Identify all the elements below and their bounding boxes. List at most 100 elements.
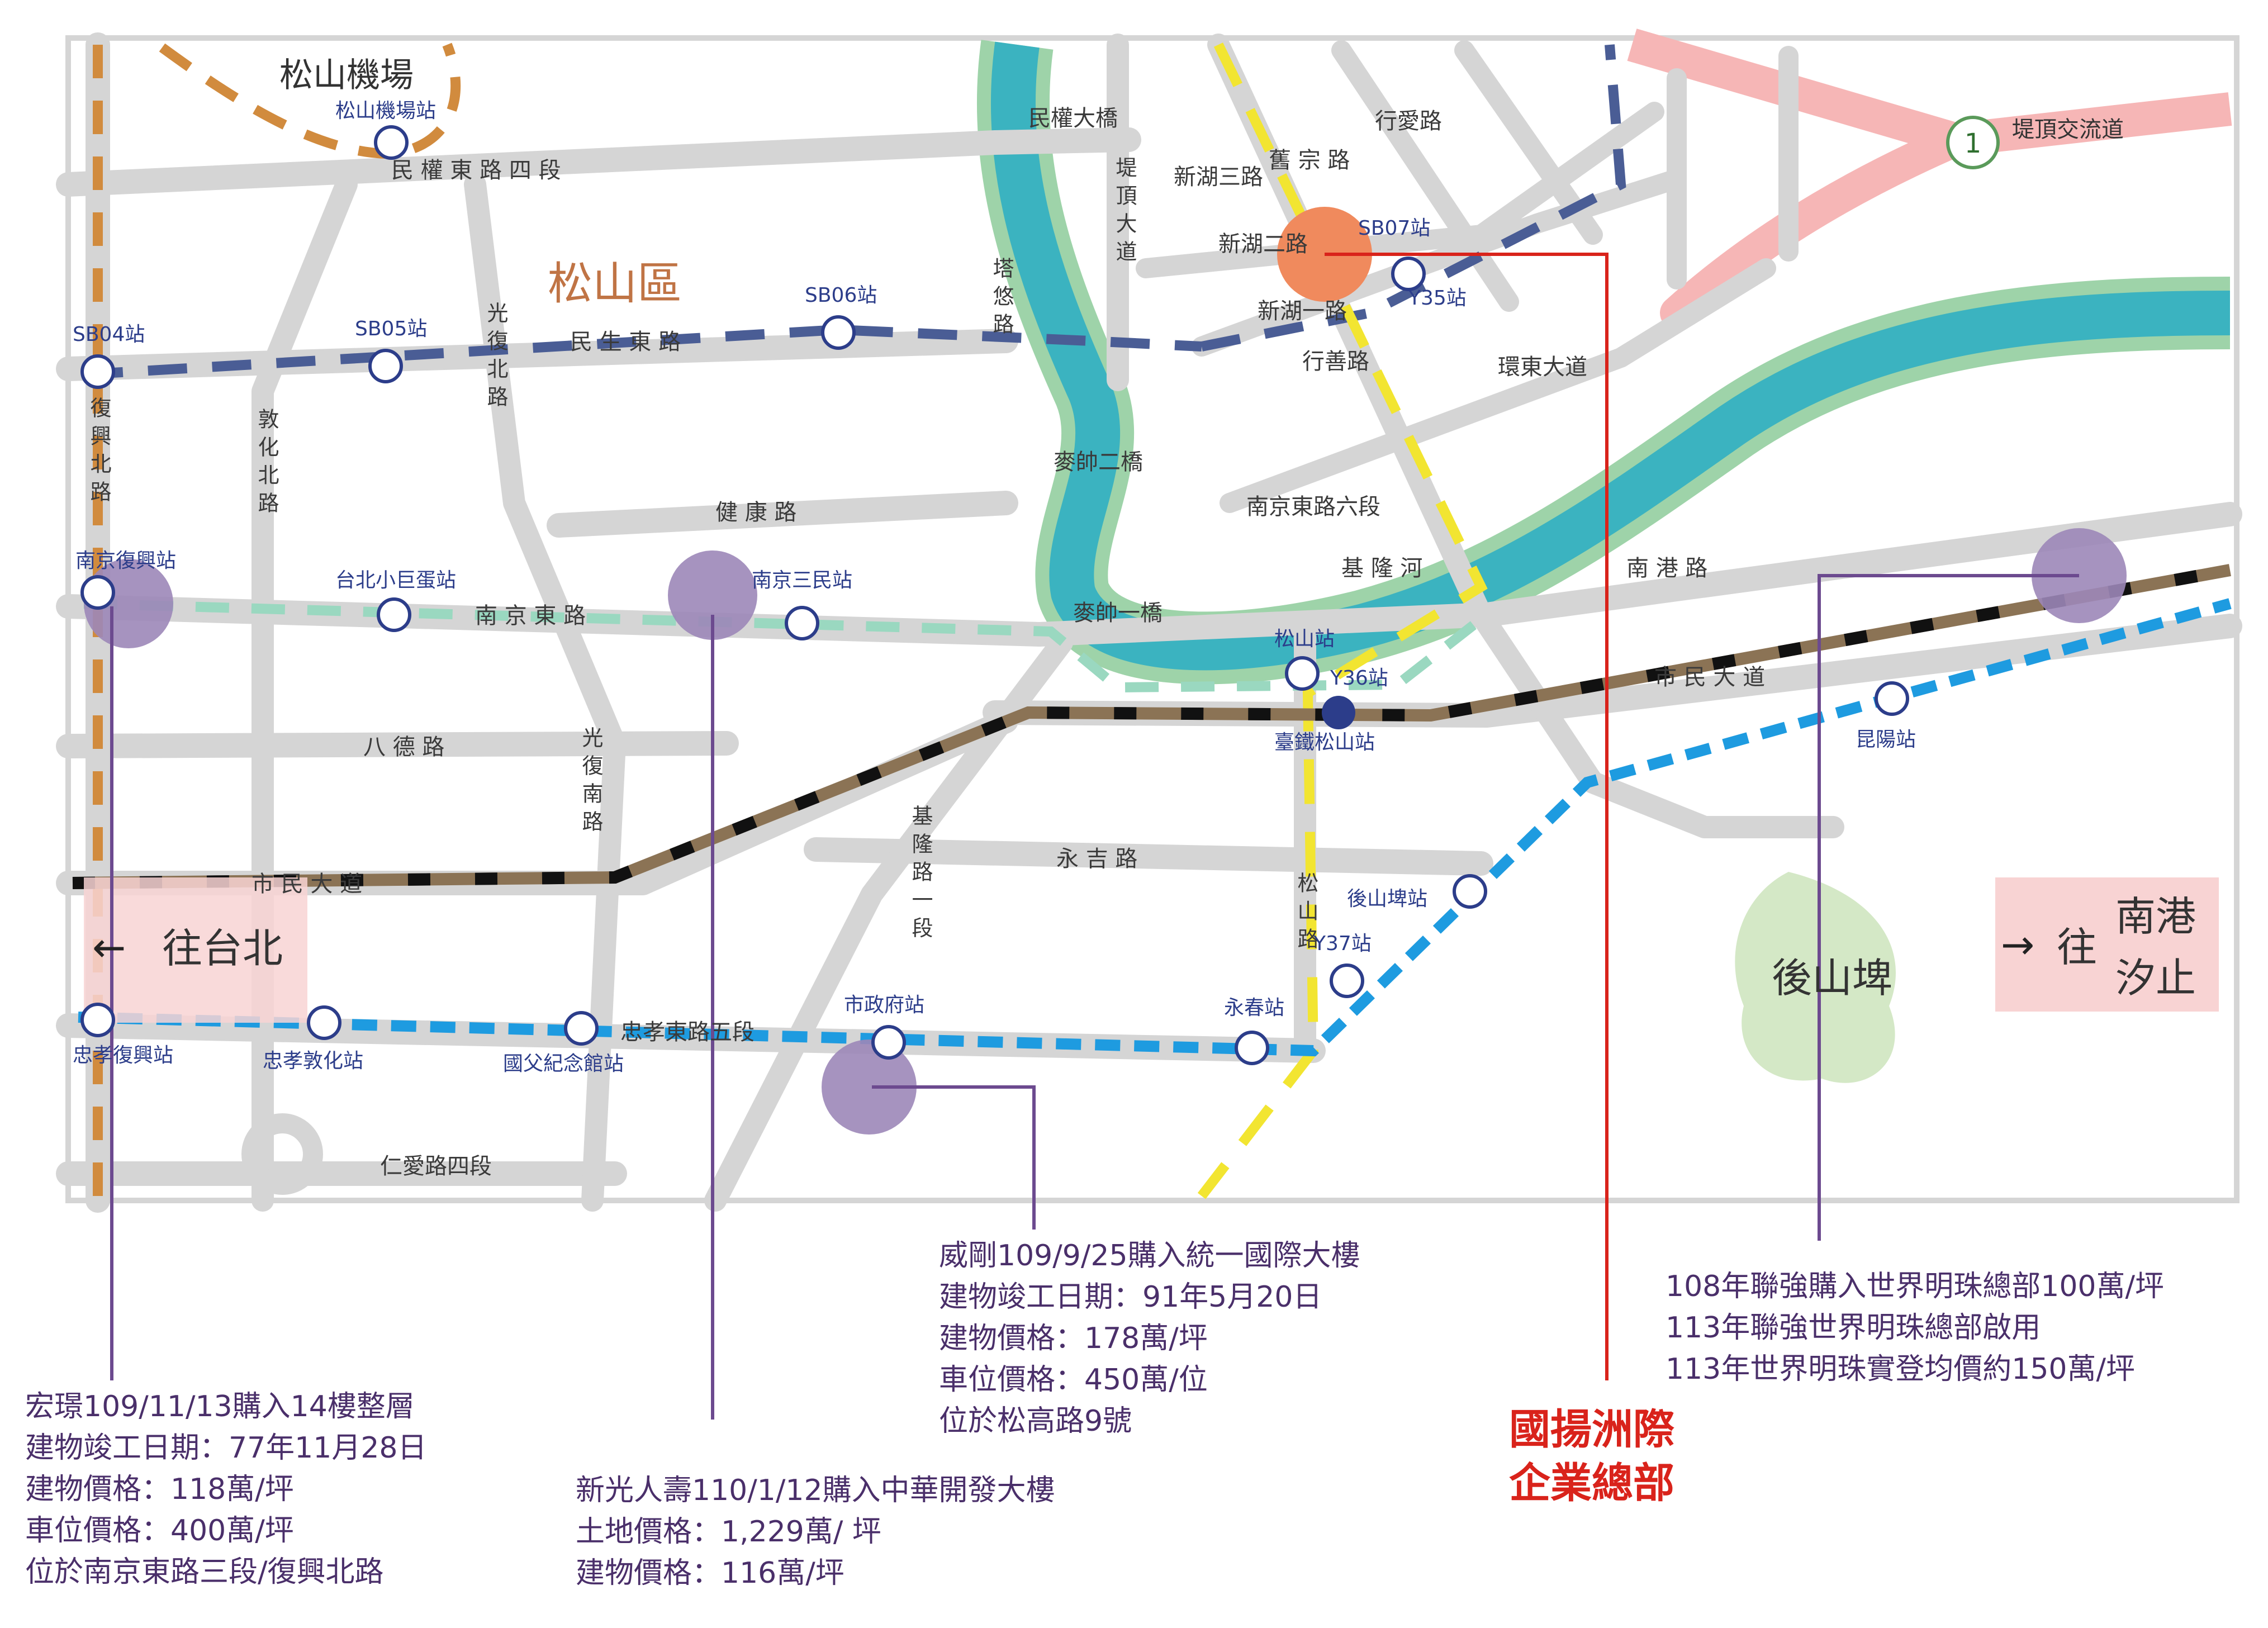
note-line: 土地價格：1,229萬/ 坪 xyxy=(576,1515,881,1549)
station-city-hall: 市政府站 xyxy=(844,994,924,1017)
station-zhongxiao-fuxing: 忠孝復興站 xyxy=(73,1044,173,1067)
road-dunhua-n: 敦 化 北 路 xyxy=(254,408,279,514)
highway-shield: 1 xyxy=(1946,116,2000,169)
river-label: 基 隆 河 xyxy=(1341,556,1422,581)
road-jiuzong: 舊 宗 路 xyxy=(1269,148,1350,173)
weigang-marker xyxy=(822,1040,917,1135)
note-line: 位於松高路9號 xyxy=(939,1404,1132,1438)
station-yongchun: 永春站 xyxy=(1224,996,1284,1019)
station-sb04: SB04站 xyxy=(73,323,145,346)
road-guangfu-n: 光 復 北 路 xyxy=(483,302,508,407)
station-nanjing-fuxing: 南京復興站 xyxy=(75,549,176,572)
road-civic: 市 民 大 道 xyxy=(252,871,362,897)
road-xinhu2: 新湖二路 xyxy=(1218,231,1308,257)
road-minsheng: 民 生 東 路 xyxy=(570,329,681,355)
to-nangang-2: 汐止 xyxy=(2115,955,2196,1002)
note-line: 新光人壽110/1/12購入中華開發大樓 xyxy=(576,1474,1055,1507)
note-line: 車位價格：450萬/位 xyxy=(939,1363,1208,1397)
note-line: 建物價格：118萬/坪 xyxy=(25,1473,294,1506)
road-minquan: 民 權 東 路 四 段 xyxy=(391,158,561,183)
station-songshan: 松山站 xyxy=(1274,628,1335,651)
metro-icon xyxy=(1391,257,1426,291)
station-y36: Y36站 xyxy=(1330,667,1388,690)
road-civic-east: 市 民 大 道 xyxy=(1654,665,1765,690)
metro-icon xyxy=(368,349,403,383)
station-nanjing-sanmin: 南京三民站 xyxy=(752,569,852,592)
station-y35: Y35站 xyxy=(1408,287,1467,310)
hq-label: 國揚洲際 企業總部 xyxy=(1509,1403,1674,1510)
tra-icon xyxy=(1322,696,1355,729)
note-honghuan: 宏璟109/11/13購入14樓整層 建物竣工日期：77年11月28日 建物價格… xyxy=(25,1386,427,1593)
houshanpi-park xyxy=(1735,872,1896,1083)
note-line: 建物價格：178萬/坪 xyxy=(939,1322,1208,1355)
to-taipei-box xyxy=(84,877,307,1023)
interchange-label: 堤頂交流道 xyxy=(2012,117,2124,143)
station-little-egg: 台北小巨蛋站 xyxy=(335,569,456,592)
to-taipei-label: 往台北 xyxy=(162,925,283,972)
metro-icon xyxy=(80,575,115,610)
metro-icon xyxy=(564,1011,599,1046)
road-yongji: 永 吉 路 xyxy=(1056,846,1137,872)
hq-line: 企業總部 xyxy=(1509,1459,1674,1507)
metro-icon xyxy=(871,1025,906,1060)
road-songshan: 松 山 路 xyxy=(1294,872,1318,950)
station-y37: Y37站 xyxy=(1313,932,1372,955)
station-houshanpi: 後山埤站 xyxy=(1347,887,1427,910)
note-line: 建物竣工日期：77年11月28日 xyxy=(25,1431,427,1465)
left-arrow-icon: ← xyxy=(92,924,126,971)
right-arrow-icon: → xyxy=(2001,921,2034,968)
to-nangang-1: 南港 xyxy=(2115,893,2196,940)
metro-icon xyxy=(80,354,115,389)
station-sb06: SB06站 xyxy=(805,284,877,307)
note-lianqiang: 108年聯強購入世界明珠總部100萬/坪 113年聯強世界明珠總部啟用 113年… xyxy=(1666,1266,2164,1390)
bridge-maishuai2: 麥帥二橋 xyxy=(1054,449,1143,475)
metro-icon xyxy=(374,125,409,160)
note-line: 113年世界明珠實登均價約150萬/坪 xyxy=(1666,1352,2136,1386)
district-label: 松山區 xyxy=(548,258,682,310)
note-line: 113年聯強世界明珠總部啟用 xyxy=(1666,1311,2041,1345)
highway-number: 1 xyxy=(1965,128,1982,159)
road-xinhu1: 新湖一路 xyxy=(1258,298,1347,324)
station-airport: 松山機場站 xyxy=(335,99,436,122)
metro-icon xyxy=(307,1005,341,1040)
station-sb05: SB05站 xyxy=(355,317,427,340)
road-tayou: 塔 悠 路 xyxy=(989,257,1014,335)
note-line: 建物價格：116萬/坪 xyxy=(576,1556,844,1590)
station-kunyang: 昆陽站 xyxy=(1856,728,1916,751)
station-sun-yat-sen: 國父紀念館站 xyxy=(503,1052,624,1075)
road-nanjing: 南 京 東 路 xyxy=(475,603,586,629)
road-xingshan: 行善路 xyxy=(1302,349,1369,374)
road-guangfu-s: 光 復 南 路 xyxy=(578,727,603,832)
hq-line: 國揚洲際 xyxy=(1509,1406,1674,1454)
station-sb07: SB07站 xyxy=(1358,217,1430,240)
note-line: 宏璟109/11/13購入14樓整層 xyxy=(25,1390,415,1423)
road-xingai: 行愛路 xyxy=(1375,108,1442,134)
road-zhongxiao: 忠孝東路五段 xyxy=(620,1019,755,1045)
metro-icon xyxy=(1235,1031,1269,1065)
metro-icon xyxy=(377,597,411,632)
road-jiankang: 健 康 路 xyxy=(715,500,796,525)
metro-icon xyxy=(1453,874,1487,909)
note-shinkong: 新光人壽110/1/12購入中華開發大樓 土地價格：1,229萬/ 坪 建物價格… xyxy=(576,1470,1055,1594)
metro-icon xyxy=(821,315,856,350)
road-bade: 八 德 路 xyxy=(363,734,444,760)
note-line: 威剛109/9/25購入統一國際大樓 xyxy=(939,1239,1360,1273)
note-weigang: 威剛109/9/25購入統一國際大樓 建物竣工日期：91年5月20日 建物價格：… xyxy=(939,1235,1360,1442)
airport-label: 松山機場 xyxy=(279,56,414,95)
metro-icon xyxy=(785,606,819,640)
station-icons xyxy=(80,125,1909,1065)
station-tra-songshan: 臺鐵松山站 xyxy=(1274,731,1375,754)
note-line: 位於南京東路三段/復興北路 xyxy=(25,1555,384,1589)
road-renai: 仁愛路四段 xyxy=(380,1154,492,1179)
note-line: 建物竣工日期：91年5月20日 xyxy=(939,1280,1322,1314)
metro-icon xyxy=(80,1003,115,1037)
houshanpi-label: 後山埤 xyxy=(1772,955,1892,1002)
road-fuxing-n: 復 興 北 路 xyxy=(87,397,111,502)
metro-icon xyxy=(1285,656,1320,691)
note-line: 車位價格：400萬/坪 xyxy=(25,1514,294,1548)
road-keelung-1: 基 隆 路 一 段 xyxy=(908,805,933,938)
road-xinhu3: 新湖三路 xyxy=(1174,164,1263,190)
road-nanjing6: 南京東路六段 xyxy=(1246,494,1380,520)
keelung-river xyxy=(976,40,2231,685)
